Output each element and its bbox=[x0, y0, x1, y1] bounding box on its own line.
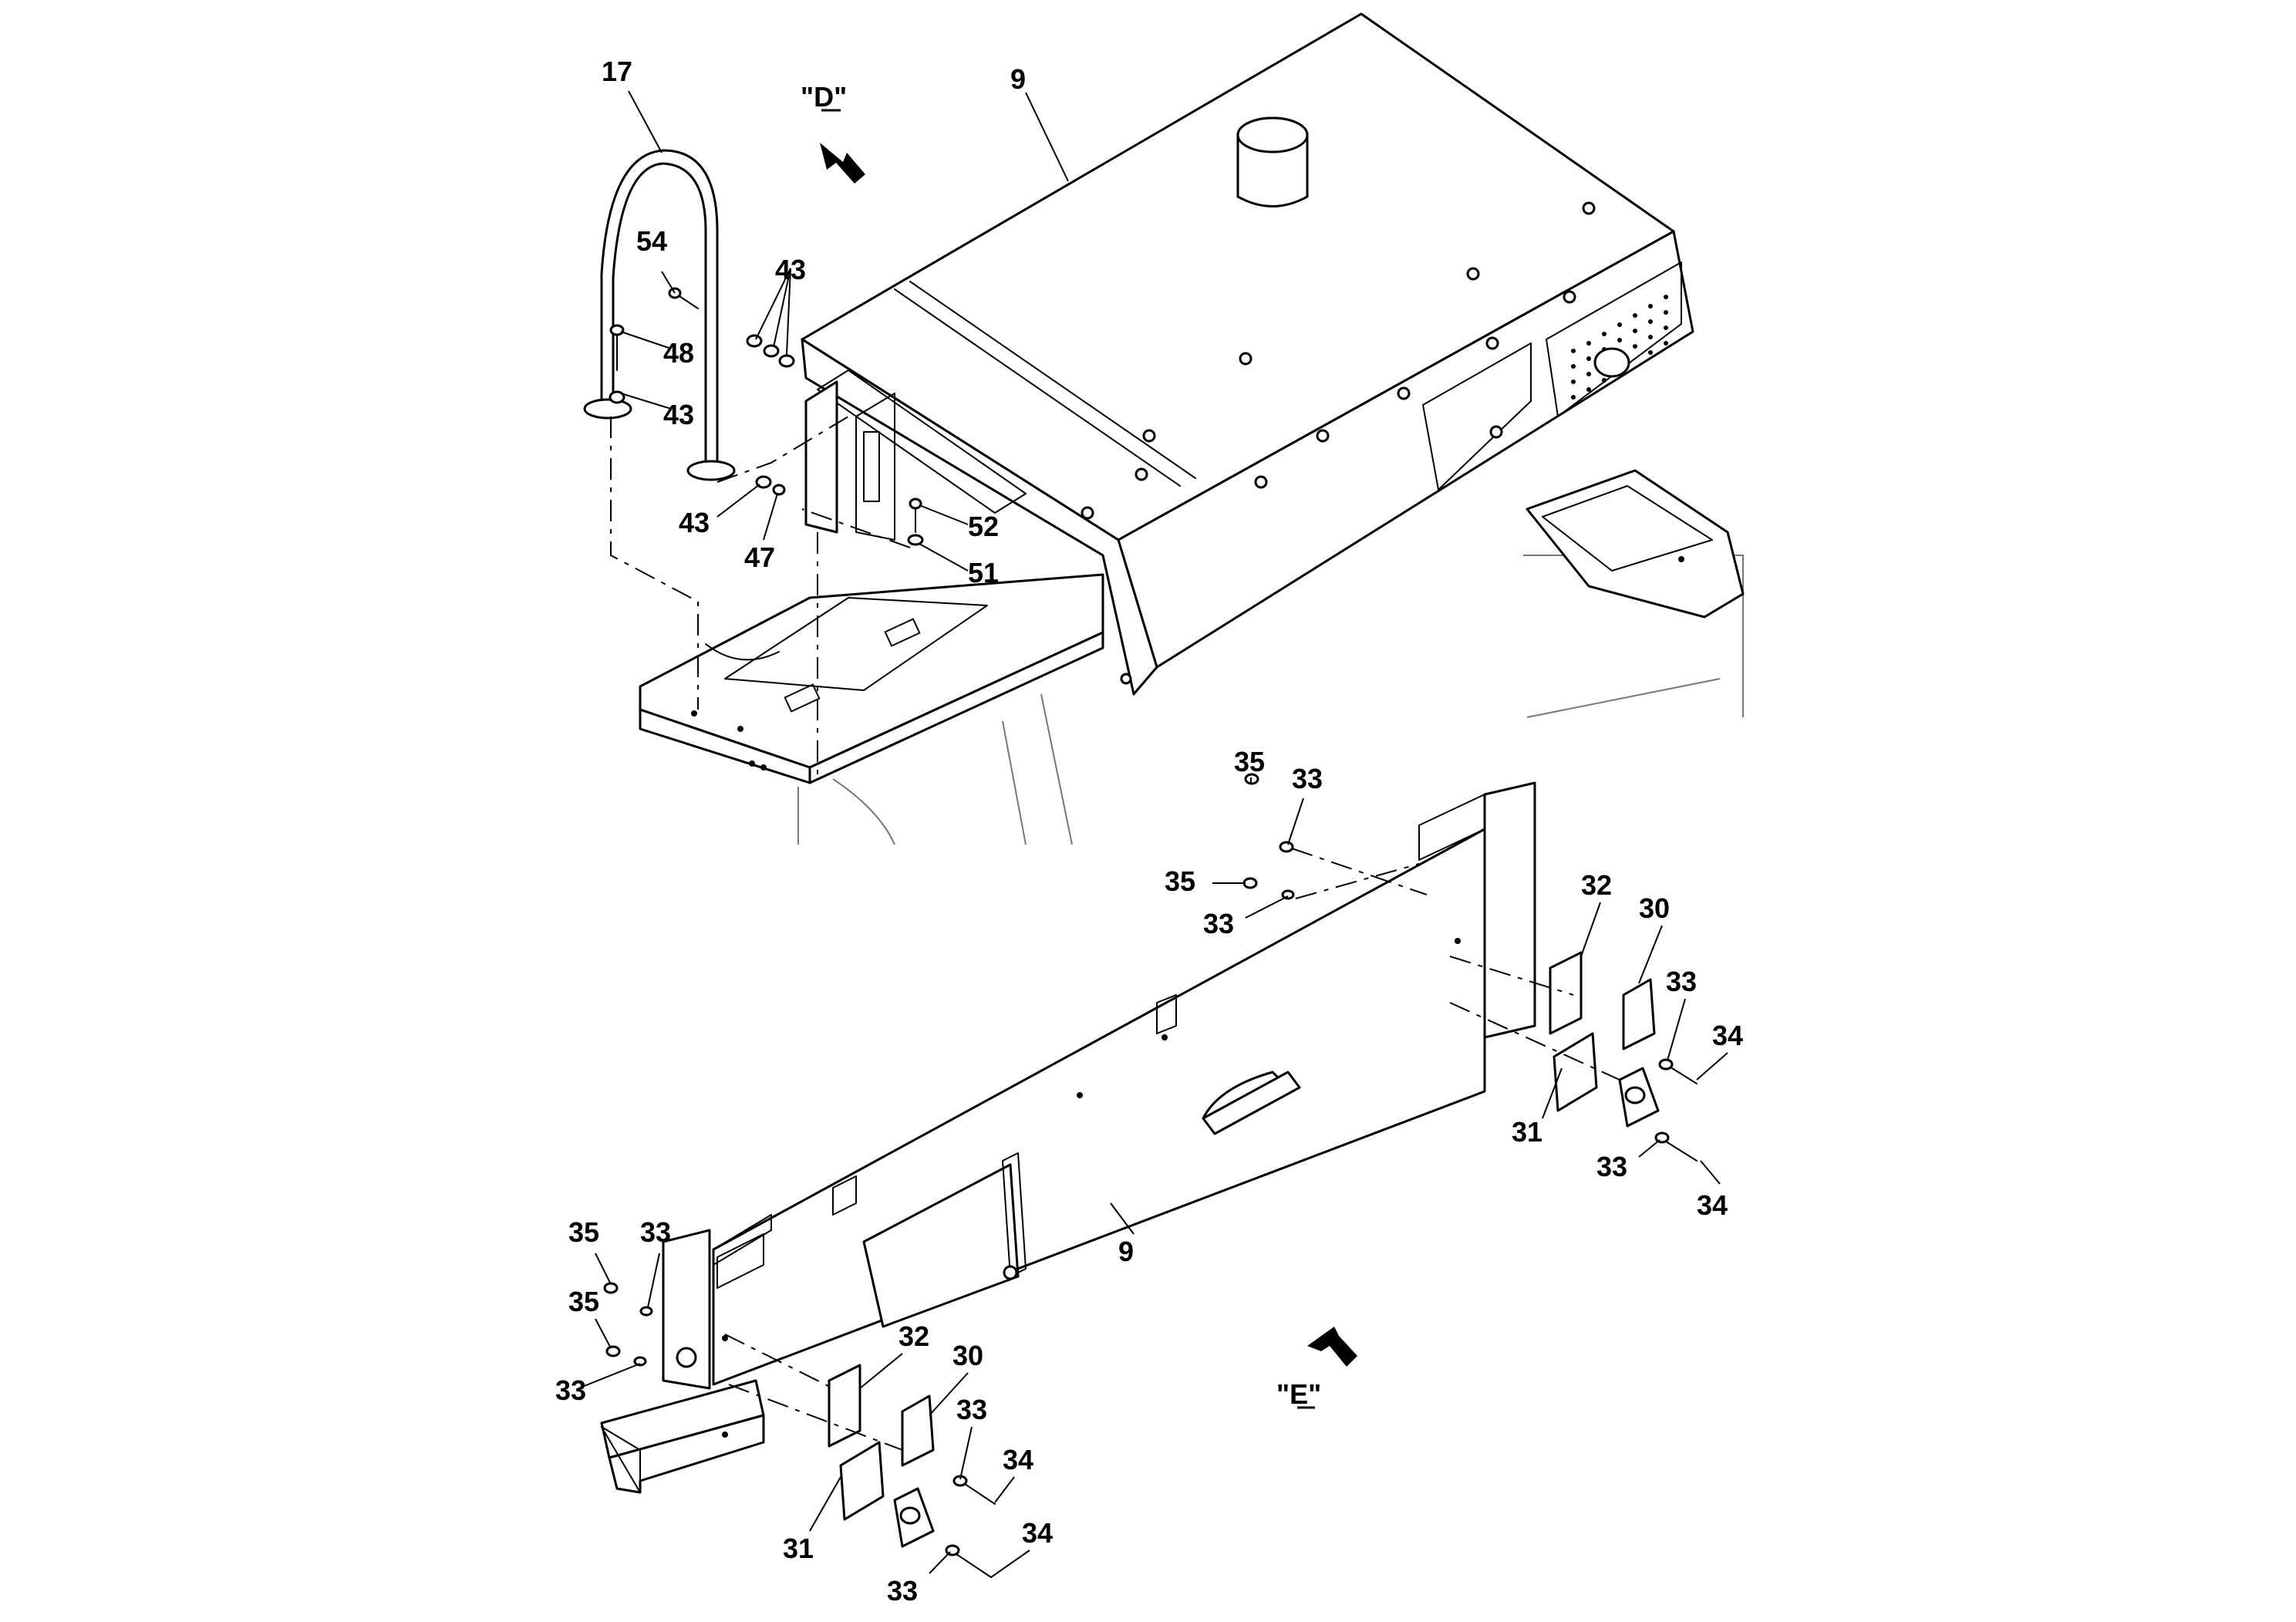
callout-33-right-1: 33 bbox=[1666, 966, 1697, 997]
callout-43-c: 43 bbox=[679, 507, 710, 538]
engine-hood-enclosure bbox=[801, 12, 1694, 696]
callout-34-left-1: 34 bbox=[1003, 1444, 1033, 1475]
callout-32-right: 32 bbox=[1581, 869, 1612, 901]
callout-33-left-2: 33 bbox=[887, 1575, 918, 1607]
view-labels: "D" "E" bbox=[801, 81, 1321, 1410]
view-direction-arrow-d bbox=[820, 143, 865, 184]
lower-side-panel bbox=[662, 781, 1536, 1390]
callout-35-b: 35 bbox=[1165, 865, 1195, 897]
callout-33-c: 33 bbox=[640, 1216, 671, 1248]
view-label-d: "D" bbox=[801, 81, 847, 113]
leader-lines bbox=[578, 90, 1728, 1578]
view-label-e: "E" bbox=[1276, 1378, 1321, 1410]
base-frame bbox=[639, 555, 1744, 845]
part-callouts: 17 9 54 43 48 43 43 47 52 51 35 33 35 33… bbox=[555, 56, 1743, 1607]
callout-51: 51 bbox=[968, 557, 999, 588]
callout-9-bottom: 9 bbox=[1118, 1236, 1134, 1267]
channel-bracket bbox=[600, 1379, 765, 1494]
right-latch-assembly bbox=[1549, 951, 1698, 1162]
callout-47: 47 bbox=[744, 541, 775, 573]
callout-34-right-1: 34 bbox=[1712, 1020, 1743, 1051]
callout-31-right: 31 bbox=[1512, 1116, 1542, 1148]
callout-33-b: 33 bbox=[1203, 908, 1234, 939]
callout-52: 52 bbox=[968, 511, 999, 542]
callout-30-left: 30 bbox=[952, 1340, 983, 1371]
callout-9-top: 9 bbox=[1010, 63, 1026, 95]
alignment-lines-lower bbox=[724, 848, 1620, 1451]
ventilation-grille bbox=[1571, 295, 1668, 400]
view-direction-arrow-e bbox=[1307, 1327, 1357, 1367]
callout-33-a: 33 bbox=[1292, 763, 1323, 794]
callout-35-c: 35 bbox=[568, 1216, 599, 1248]
callout-32-left: 32 bbox=[899, 1320, 929, 1352]
grab-handle bbox=[583, 149, 736, 481]
callout-48: 48 bbox=[663, 337, 694, 369]
callout-33-left-1: 33 bbox=[956, 1394, 987, 1425]
callout-35-a: 35 bbox=[1234, 746, 1265, 777]
callout-30-right: 30 bbox=[1639, 892, 1670, 924]
callout-33-d: 33 bbox=[555, 1374, 586, 1406]
callout-34-left-2: 34 bbox=[1022, 1517, 1053, 1549]
callout-17: 17 bbox=[602, 56, 632, 87]
alignment-lines-upper bbox=[610, 416, 911, 775]
callout-34-right-2: 34 bbox=[1697, 1189, 1728, 1221]
callout-35-d: 35 bbox=[568, 1286, 599, 1317]
side-panel bbox=[1526, 469, 1745, 619]
callout-43-b: 43 bbox=[663, 399, 694, 430]
callout-43-a: 43 bbox=[775, 254, 806, 285]
callout-33-right-2: 33 bbox=[1596, 1151, 1627, 1182]
upper-fasteners bbox=[609, 287, 924, 546]
callout-54: 54 bbox=[636, 225, 667, 257]
callout-31-left: 31 bbox=[783, 1533, 814, 1564]
